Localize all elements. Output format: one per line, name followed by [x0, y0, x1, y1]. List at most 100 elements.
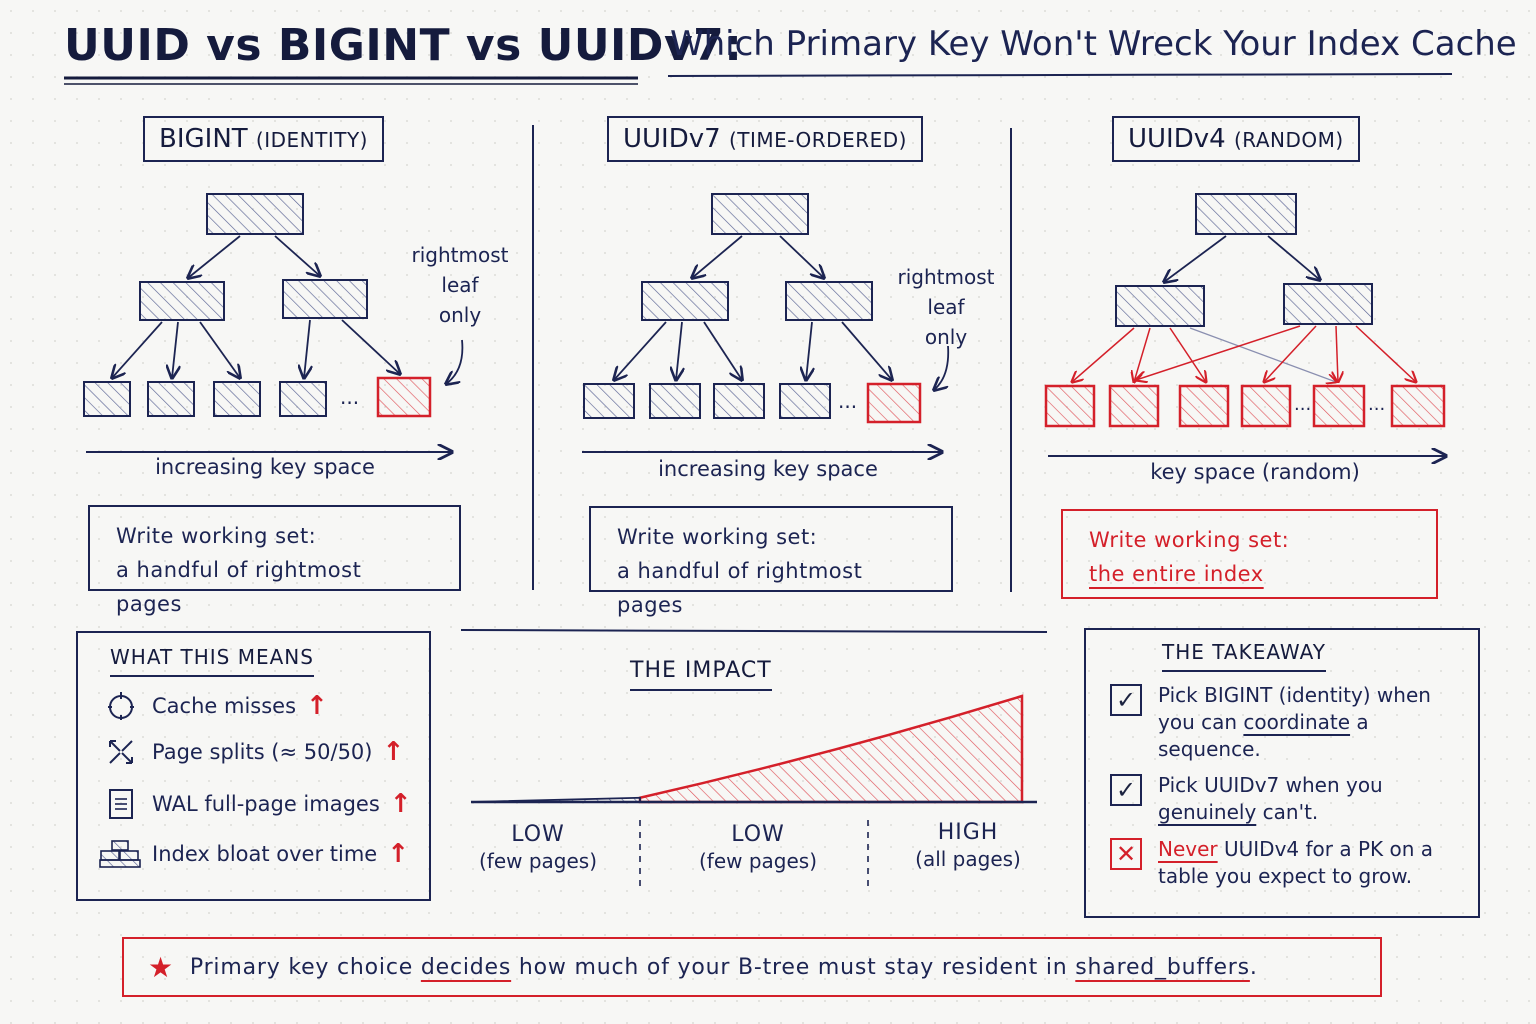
takeaway-item: ✕ Never UUIDv4 for a PK on a table you e…	[1110, 836, 1458, 890]
impact-detail: (few pages)	[478, 849, 598, 873]
takeaway-heading: THE TAKEAWAY	[1162, 640, 1326, 672]
panel-title-bigint: BIGINT (IDENTITY)	[143, 116, 384, 162]
impact-chart	[460, 629, 1048, 888]
impact-detail: (all pages)	[915, 847, 1021, 871]
impact-heading: THE IMPACT	[630, 658, 772, 691]
takeaway-text-part: Pick BIGINT (identity) when you can	[1158, 683, 1431, 734]
btree-leaf-node	[649, 383, 701, 419]
btree-hot-leaf-node	[1312, 384, 1366, 428]
impact-detail: (few pages)	[698, 849, 818, 873]
stacked-blocks-icon	[98, 837, 142, 871]
takeaway-text: Pick UUIDv7 when you genuinely can't.	[1158, 772, 1458, 826]
meaning-item: Page splits (≈ 50/50) ↑	[104, 735, 404, 769]
btree-leaf-node	[83, 381, 131, 417]
increase-arrow-icon: ↑	[382, 737, 405, 767]
axis-label-bigint: increasing key space	[155, 455, 375, 479]
leaf-ellipsis: ...	[838, 389, 857, 413]
footer-text: how much of your B-tree must stay reside…	[511, 954, 1076, 980]
btree-hot-leaf-node	[376, 376, 432, 418]
increase-arrow-icon: ↑	[387, 839, 410, 869]
btree-root-node	[1195, 193, 1297, 235]
btree-inner-node	[1115, 285, 1205, 327]
panel-name: UUIDv4	[1128, 124, 1226, 154]
page-subtitle: Which Primary Key Won't Wreck Your Index…	[670, 24, 1517, 64]
takeaway-text-part: UUIDv4 for a PK on a table you expect to…	[1158, 837, 1434, 888]
impact-area-high	[638, 694, 1024, 804]
increase-arrow-icon: ↑	[389, 789, 412, 819]
leaf-ellipsis: ...	[340, 385, 359, 409]
impact-label-bigint: LOW (few pages)	[468, 822, 608, 873]
takeaway-emphasis: genuinely	[1158, 800, 1257, 824]
btree-diagram-uuidv4: ... ...	[1044, 193, 1470, 470]
target-icon	[104, 689, 138, 723]
impact-level: HIGH	[937, 820, 999, 845]
note-line: only	[438, 303, 482, 327]
working-set-heading: Write working set:	[617, 525, 818, 549]
meaning-label: WAL full-page images	[152, 792, 380, 816]
note-line: leaf	[927, 295, 965, 319]
takeaway-card: THE TAKEAWAY ✓ Pick BIGINT (identity) wh…	[1084, 628, 1480, 918]
panel-qualifier: (RANDOM)	[1233, 128, 1344, 152]
btree-leaf-node	[713, 383, 765, 419]
btree-leaf-node	[779, 383, 831, 419]
meaning-item: Cache misses ↑	[104, 689, 328, 723]
takeaway-text-part: Pick UUIDv7 when you	[1158, 773, 1383, 797]
takeaway-text: Never UUIDv4 for a PK on a table you exp…	[1158, 836, 1458, 890]
panel-qualifier: (IDENTITY)	[255, 128, 368, 152]
leaf-ellipsis: ...	[1368, 394, 1385, 415]
btree-inner-node	[282, 279, 368, 319]
panel-name: BIGINT	[159, 124, 248, 154]
check-icon: ✓	[1110, 684, 1142, 716]
note-line: rightmost	[411, 243, 509, 267]
footer-text: Primary key choice	[189, 954, 421, 980]
meaning-label: Cache misses	[152, 694, 297, 718]
btree-leaf-node	[583, 383, 635, 419]
btree-inner-node	[1283, 283, 1373, 325]
axis-label-uuidv4: key space (random)	[1150, 460, 1360, 484]
takeaway-text-part: a sequence.	[1158, 710, 1369, 761]
what-this-means-heading: WHAT THIS MEANS	[110, 645, 314, 677]
impact-label-uuidv4: HIGH (all pages)	[898, 820, 1038, 871]
takeaway-item: ✓ Pick UUIDv7 when you genuinely can't.	[1110, 772, 1458, 826]
btree-inner-node	[641, 281, 729, 321]
btree-hot-leaf-node	[1390, 384, 1446, 428]
takeaway-emphasis: coordinate	[1243, 710, 1351, 734]
document-icon	[104, 787, 138, 821]
takeaway-emphasis: Never	[1158, 837, 1218, 861]
btree-hot-leaf-node	[1108, 384, 1160, 428]
meaning-item: WAL full-page images ↑	[104, 787, 412, 821]
panel-name: UUIDv7	[623, 124, 721, 154]
impact-label-uuidv7: LOW (few pages)	[688, 822, 828, 873]
panel-title-uuidv7: UUIDv7 (TIME-ORDERED)	[607, 116, 923, 162]
btree-leaf-node	[213, 381, 261, 417]
btree-diagram-bigint: ...	[83, 193, 464, 470]
takeaway-text-part: can't.	[1256, 800, 1319, 824]
increase-arrow-icon: ↑	[306, 691, 328, 721]
impact-level: LOW	[731, 822, 785, 847]
note-line: only	[924, 325, 968, 349]
column-dividers	[532, 125, 1012, 592]
takeaway-text: Pick BIGINT (identity) when you can coor…	[1158, 682, 1458, 763]
working-set-box-uuidv4: Write working set: the entire index	[1061, 509, 1438, 599]
check-icon: ✓	[1110, 774, 1142, 806]
working-set-box-bigint: Write working set: a handful of rightmos…	[88, 505, 461, 616]
btree-root-node	[206, 193, 304, 235]
impact-level: LOW	[511, 822, 565, 847]
meaning-item: Index bloat over time ↑	[98, 837, 409, 871]
footer-emphasis: decides	[420, 954, 512, 980]
split-arrows-icon	[104, 735, 138, 769]
takeaway-item: ✓ Pick BIGINT (identity) when you can co…	[1110, 682, 1458, 763]
btree-hot-leaf-node	[866, 382, 922, 424]
star-icon: ★	[148, 950, 174, 984]
working-set-value: a handful of rightmost pages	[116, 558, 362, 616]
side-note-rightmost: rightmost leaf only	[410, 240, 510, 330]
working-set-heading: Write working set:	[1089, 528, 1290, 552]
side-note-rightmost: rightmost leaf only	[896, 262, 996, 352]
btree-hot-leaf-node	[1240, 384, 1292, 428]
btree-inner-node	[139, 281, 225, 321]
btree-root-node	[711, 193, 809, 235]
working-set-heading: Write working set:	[116, 524, 317, 548]
working-set-box-uuidv7: Write working set: a handful of rightmos…	[589, 506, 953, 617]
footer-emphasis: shared_buffers	[1075, 954, 1250, 980]
meaning-label: Page splits (≈ 50/50)	[152, 740, 373, 764]
